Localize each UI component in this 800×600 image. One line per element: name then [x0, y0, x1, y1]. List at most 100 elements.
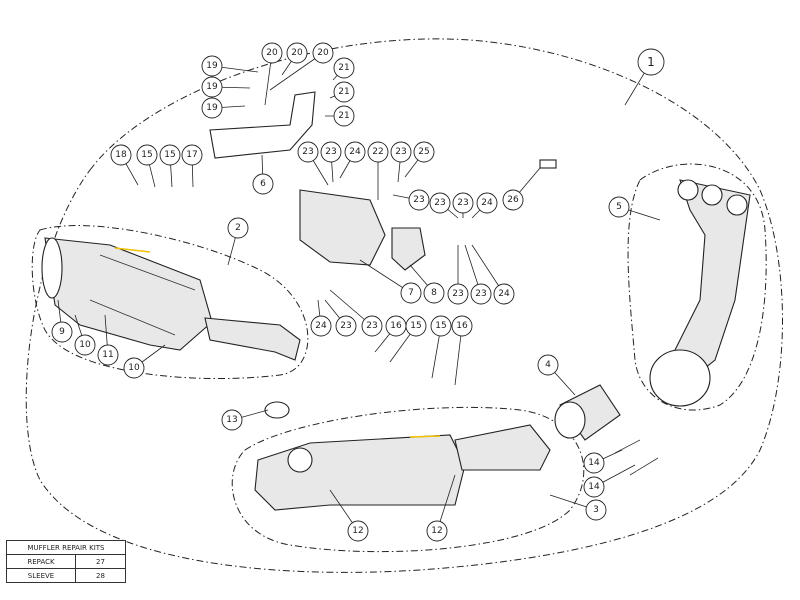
callout-23: 23 — [297, 141, 319, 163]
callout-number: 23 — [395, 147, 406, 157]
callout-20: 20 — [312, 42, 334, 64]
callout-15: 15 — [430, 315, 452, 337]
callout-number: 21 — [338, 111, 349, 121]
left-link-pipe — [204, 317, 301, 361]
callout-circle — [221, 409, 243, 431]
callout-number: 23 — [434, 198, 445, 208]
callout-16: 16 — [451, 315, 473, 337]
callout-number: 4 — [545, 360, 551, 370]
callout-circle — [452, 192, 474, 214]
group-boundary-3 — [231, 406, 585, 553]
callout-circle — [447, 283, 469, 305]
callout-number: 17 — [186, 150, 197, 160]
callout-24: 24 — [493, 283, 515, 305]
callout-circle — [227, 217, 249, 239]
callout-circle — [608, 196, 630, 218]
left-muffler-endcap — [41, 237, 63, 299]
callout-14: 14 — [583, 476, 605, 498]
callout-number: 8 — [431, 288, 437, 298]
callout-circle — [493, 283, 515, 305]
callout-number: 20 — [317, 48, 329, 58]
callout-circle — [333, 81, 355, 103]
callout-circle — [344, 141, 366, 163]
callout-circle — [320, 141, 342, 163]
callout-number: 16 — [390, 321, 402, 331]
callout-number: 21 — [338, 87, 349, 97]
callout-24: 24 — [344, 141, 366, 163]
callout-circle — [470, 283, 492, 305]
callout-19: 19 — [201, 97, 223, 119]
callout-circle — [51, 321, 73, 343]
callout-circle — [136, 144, 158, 166]
callout-circle — [347, 520, 369, 542]
callout-number: 19 — [206, 103, 218, 113]
callout-25: 25 — [413, 141, 435, 163]
callout-circle — [159, 144, 181, 166]
callout-number: 7 — [408, 288, 414, 298]
header-collector — [649, 349, 711, 407]
callout-circle — [181, 144, 203, 166]
callout-number: 13 — [226, 415, 237, 425]
callout-number: 18 — [115, 150, 127, 160]
group-boundary-5 — [627, 163, 767, 411]
callout-number: 23 — [340, 321, 351, 331]
callout-circle — [367, 141, 389, 163]
callout-circle — [123, 357, 145, 379]
kit-name: SLEEVE — [6, 568, 76, 583]
callout-number: 24 — [498, 289, 510, 299]
callout-circle — [390, 141, 412, 163]
kits-title: MUFFLER REPAIR KITS — [6, 540, 126, 555]
kit-name: REPACK — [6, 554, 76, 569]
callout-number: 5 — [616, 202, 622, 212]
callout-22: 22 — [367, 141, 389, 163]
callout-number: 12 — [352, 526, 363, 536]
bracket-6 — [209, 91, 316, 159]
callout-circle — [583, 452, 605, 474]
callout-4: 4 — [537, 354, 559, 376]
callout-23: 23 — [408, 189, 430, 211]
callout-21: 21 — [333, 105, 355, 127]
callout-number: 2 — [235, 223, 241, 233]
callout-23: 23 — [361, 315, 383, 337]
callout-24: 24 — [310, 315, 332, 337]
callout-3: 3 — [585, 499, 607, 521]
callout-number: 20 — [266, 48, 278, 58]
callout-23: 23 — [390, 141, 412, 163]
callout-number: 15 — [164, 150, 175, 160]
group-boundary-2 — [31, 225, 309, 380]
callout-circle — [585, 499, 607, 521]
heat-shield-7 — [299, 189, 386, 266]
callout-number: 24 — [349, 147, 361, 157]
right-link-pipe — [454, 424, 551, 471]
kit-boundary-1 — [25, 38, 783, 573]
callout-number: 23 — [325, 147, 336, 157]
callout-26: 26 — [502, 189, 524, 211]
callout-number: 3 — [593, 505, 599, 515]
callout-6: 6 — [252, 173, 274, 195]
callout-circle — [297, 141, 319, 163]
callout-11: 11 — [97, 344, 119, 366]
callout-circle — [333, 57, 355, 79]
callout-circle — [423, 282, 445, 304]
callout-circle — [110, 144, 132, 166]
callout-23: 23 — [429, 192, 451, 214]
callout-circle — [430, 315, 452, 337]
callout-number: 23 — [452, 289, 463, 299]
callout-number: 12 — [431, 526, 442, 536]
callout-12: 12 — [426, 520, 448, 542]
clamp-13 — [264, 401, 290, 419]
callout-circle — [286, 42, 308, 64]
callout-circle — [583, 476, 605, 498]
callout-15: 15 — [159, 144, 181, 166]
callout-23: 23 — [447, 283, 469, 305]
callout-10: 10 — [74, 334, 96, 356]
callout-circle — [261, 42, 283, 64]
callout-13: 13 — [221, 409, 243, 431]
callout-circle — [537, 354, 559, 376]
callout-16: 16 — [385, 315, 407, 337]
callout-2: 2 — [227, 217, 249, 239]
callout-1: 1 — [637, 48, 665, 76]
